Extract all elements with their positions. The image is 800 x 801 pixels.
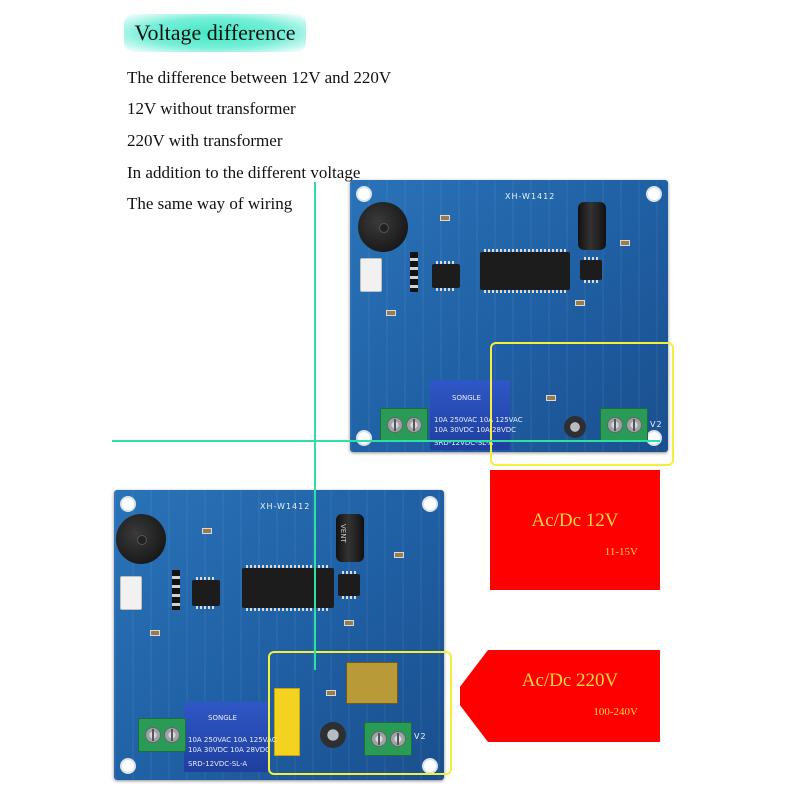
mount-hole <box>356 430 372 446</box>
power-area-highlight-12v <box>490 342 674 466</box>
main-ic-chip <box>480 249 570 293</box>
smd-component <box>440 215 450 221</box>
smd-component <box>202 528 212 534</box>
callout-220v: Ac/Dc 220V 100-240V <box>460 650 660 742</box>
guide-line-vertical <box>314 182 316 670</box>
filter-capacitor <box>564 416 586 438</box>
small-ic-chip <box>432 261 460 291</box>
relay-model: SRD-12VDC-SL-A <box>434 439 494 447</box>
screw <box>607 417 623 433</box>
voltage-regulator <box>338 571 360 599</box>
description-line-1: The difference between 12V and 220V <box>127 68 392 87</box>
mount-hole <box>356 186 372 202</box>
relay: SONGLE 10A 250VAC 10A 125VAC 10A 30VDC 1… <box>184 702 277 772</box>
board-model-label: XH-W1412 <box>505 192 556 201</box>
main-ic-chip <box>242 565 334 611</box>
relay-rating-2: 10A 30VDC 10A 28VDC <box>188 746 271 754</box>
relay: SONGLE 10A 250VAC 10A 125VAC 10A 30VDC 1… <box>430 380 523 450</box>
pin-header <box>172 570 180 610</box>
sensor-connector <box>360 258 382 292</box>
mount-hole <box>646 186 662 202</box>
filter-capacitor <box>320 722 346 748</box>
smd-component <box>150 630 160 636</box>
x-capacitor <box>274 688 300 756</box>
mount-hole <box>120 758 136 774</box>
page-headline: Voltage difference <box>124 14 306 52</box>
smd-component <box>386 310 396 316</box>
v2-label: V2 <box>650 420 663 429</box>
description-line-4: In addition to the different voltage <box>127 163 361 182</box>
mount-hole <box>120 496 136 512</box>
smd-component <box>575 300 585 306</box>
callout-12v-main: Ac/Dc 12V <box>531 510 619 531</box>
smd-component <box>546 395 556 401</box>
voltage-regulator <box>580 257 602 283</box>
screw <box>390 731 406 747</box>
sensor-connector <box>120 576 142 610</box>
capacitor-brand: VENT <box>339 524 347 543</box>
pcb-board-220v: XH-W1412 VENT SONGLE 10A 250VAC 10A 125V… <box>114 490 444 780</box>
power-area-highlight-220v <box>268 651 452 775</box>
callout-220v-range: 100-240V <box>593 706 638 718</box>
screw <box>164 727 180 743</box>
relay-rating-1: 10A 250VAC 10A 125VAC <box>434 416 523 424</box>
mount-hole <box>422 496 438 512</box>
screw <box>387 417 403 433</box>
smd-component <box>620 240 630 246</box>
guide-line-horizontal <box>112 440 660 442</box>
pcb-board-12v: XH-W1412 SONGLE 10A 250VAC 10A 125VAC 10… <box>350 180 668 452</box>
description-line-2: 12V without transformer <box>127 99 296 118</box>
power-transformer <box>346 662 398 704</box>
relay-brand: SONGLE <box>452 394 481 402</box>
callout-12v: Ac/Dc 12V 11-15V <box>490 470 660 590</box>
pin-header <box>410 252 418 292</box>
relay-model: SRD-12VDC-SL-A <box>188 760 248 768</box>
smd-component <box>326 690 336 696</box>
description-line-5: The same way of wiring <box>127 194 293 213</box>
smd-component <box>344 620 354 626</box>
relay-rating-1: 10A 250VAC 10A 125VAC <box>188 736 277 744</box>
electrolytic-capacitor: VENT <box>336 514 364 562</box>
screw <box>406 417 422 433</box>
screw <box>145 727 161 743</box>
screw-terminal-relay <box>380 408 428 442</box>
relay-rating-2: 10A 30VDC 10A 28VDC <box>434 426 517 434</box>
screw-terminal-relay <box>138 718 186 752</box>
relay-brand: SONGLE <box>208 714 237 722</box>
screw <box>626 417 642 433</box>
v2-label: V2 <box>414 732 427 741</box>
callout-12v-range: 11-15V <box>604 546 638 558</box>
screw-terminal-power <box>600 408 648 442</box>
screw <box>371 731 387 747</box>
screw-terminal-power <box>364 722 412 756</box>
buzzer <box>358 202 408 252</box>
electrolytic-capacitor <box>578 202 606 250</box>
smd-component <box>394 552 404 558</box>
description-line-3: 220V with transformer <box>127 131 283 150</box>
small-ic-chip <box>192 577 220 609</box>
buzzer <box>116 514 166 564</box>
callout-220v-main: Ac/Dc 220V <box>521 670 619 691</box>
board-model-label: XH-W1412 <box>260 502 311 511</box>
